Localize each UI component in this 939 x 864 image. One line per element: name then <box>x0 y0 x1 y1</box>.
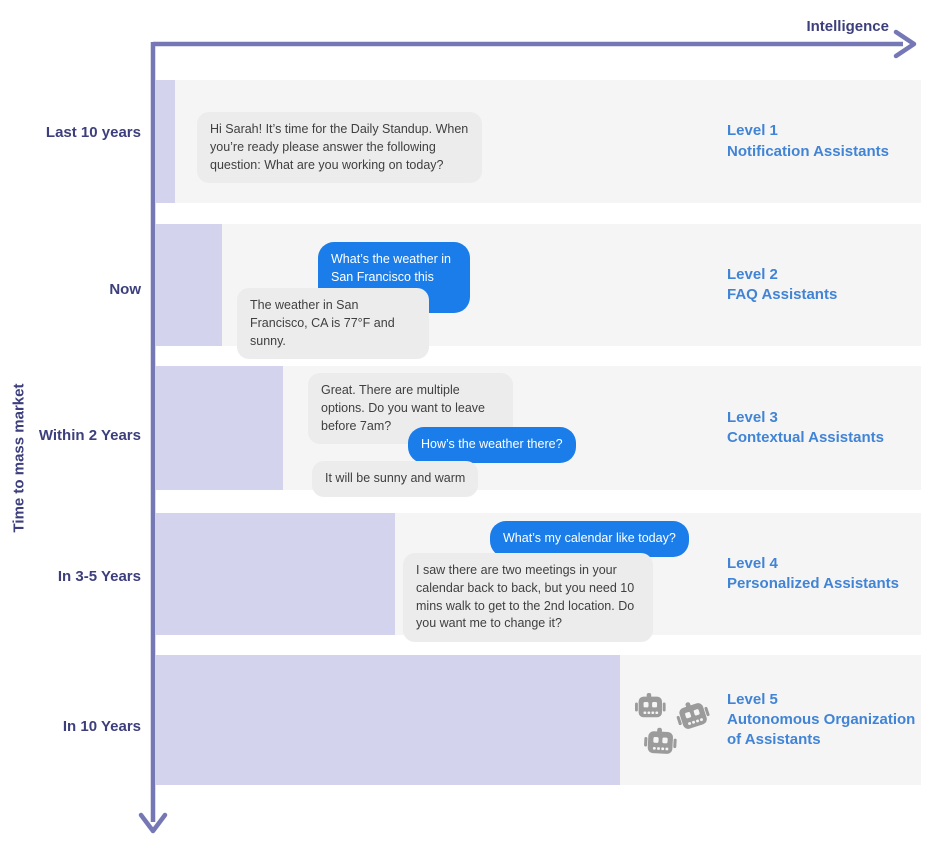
level-title: Level 5 <box>727 690 778 708</box>
time-label-in-3-5-years: In 3-5 Years <box>57 568 141 585</box>
timeline-bar <box>155 366 283 490</box>
y-axis-arrow-icon <box>138 812 168 834</box>
row-level-1: Hi Sarah! It’s time for the Daily Standu… <box>155 80 921 203</box>
level-subtitle: Autonomous Organization of Assistants <box>727 710 916 749</box>
time-label-last-10-years: Last 10 years <box>45 124 141 141</box>
level-label: Level 4 Personalized Assistants <box>727 513 927 635</box>
level-subtitle: Notification Assistants <box>727 142 889 160</box>
level-label: Level 5 Autonomous Organization of Assis… <box>727 655 923 785</box>
row-panel <box>620 655 921 785</box>
level-subtitle: Personalized Assistants <box>727 575 900 592</box>
level-title: Level 2 <box>727 265 778 283</box>
timeline-bar <box>155 655 620 785</box>
row-level-4: What’s my calendar like today? I saw the… <box>155 513 921 642</box>
level-subtitle: Contextual Assistants <box>727 429 884 446</box>
chat-bubble-user: How’s the weather there? <box>408 427 576 463</box>
level-title: Level 3 <box>727 408 778 426</box>
chat-bubble-assistant: It will be sunny and warm <box>312 461 479 497</box>
row-level-3: Great. There are multiple options. Do yo… <box>155 366 921 497</box>
level-title: Level 4 <box>727 554 778 572</box>
level-label: Level 3 Contextual Assistants <box>727 366 927 490</box>
row-level-5: Level 5 Autonomous Organization of Assis… <box>155 655 921 785</box>
time-label-in-10-years: In 10 Years <box>62 718 141 735</box>
timeline-bar <box>155 224 222 346</box>
chat-bubble-user: What’s my calendar like today? <box>490 521 689 557</box>
x-axis-arrow-icon <box>893 29 917 59</box>
timeline-bar <box>155 513 395 635</box>
level-subtitle: FAQ Assistants <box>727 286 838 303</box>
time-label-now: Now <box>109 281 141 298</box>
chat-bubble-assistant: I saw there are two meetings in your cal… <box>403 553 653 642</box>
level-title: Level 1 <box>727 122 778 140</box>
timeline-bar <box>155 80 175 203</box>
level-label: Level 1 Notification Assistants <box>727 80 927 203</box>
x-axis-label: Intelligence <box>806 18 889 35</box>
time-label-within-2-years: Within 2 Years <box>38 427 141 444</box>
y-axis-label: Time to mass market <box>10 383 28 533</box>
level-label: Level 2 FAQ Assistants <box>727 224 927 346</box>
robot-icon <box>635 693 712 755</box>
chat-bubble-assistant: The weather in San Francisco, CA is 77°F… <box>237 288 429 360</box>
chat-bubble-assistant: Hi Sarah! It’s time for the Daily Standu… <box>197 112 482 184</box>
row-level-2: What’s the weather in San Francisco this… <box>155 224 921 360</box>
